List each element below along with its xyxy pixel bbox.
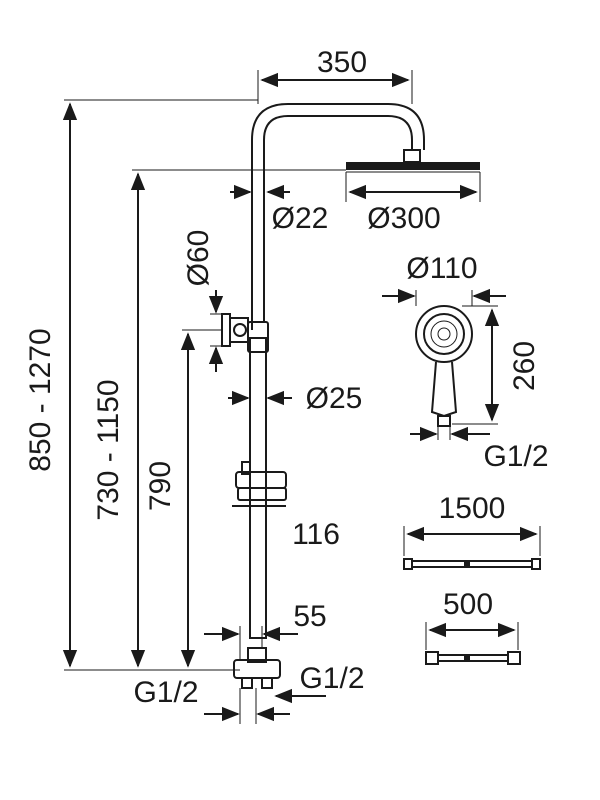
pipe-upper-diameter-label: Ø22	[272, 202, 329, 235]
slider	[235, 461, 287, 501]
holder-height-label: 790	[144, 461, 177, 511]
holder-diameter-label: Ø60	[182, 230, 215, 287]
total-height-label: 850 - 1270	[24, 328, 57, 471]
wall-holder	[221, 313, 249, 347]
hand-length-label: 260	[508, 341, 541, 391]
head-height-label: 730 - 1150	[92, 379, 125, 520]
valve-width-label: 55	[293, 600, 326, 633]
valve	[233, 647, 281, 689]
hand-diameter-label: Ø110	[406, 252, 477, 285]
hand-thread-label: G1/2	[483, 440, 548, 473]
bar-length-label: 500	[443, 588, 493, 621]
slide-bar	[425, 651, 521, 665]
shower-column	[247, 103, 425, 639]
hose-length-label: 1500	[439, 492, 506, 525]
slider-dimension-label: 116	[292, 518, 340, 551]
hand-shower	[415, 305, 473, 427]
arm-width-label: 350	[317, 46, 367, 79]
hose	[403, 558, 541, 570]
shower-head	[346, 149, 480, 173]
head-diameter-label: Ø300	[367, 202, 440, 235]
riser-pipe	[251, 103, 425, 330]
inlet-right-label: G1/2	[299, 662, 364, 695]
pipe-lower-diameter-label: Ø25	[306, 382, 363, 415]
inlet-left-label: G1/2	[133, 676, 198, 709]
